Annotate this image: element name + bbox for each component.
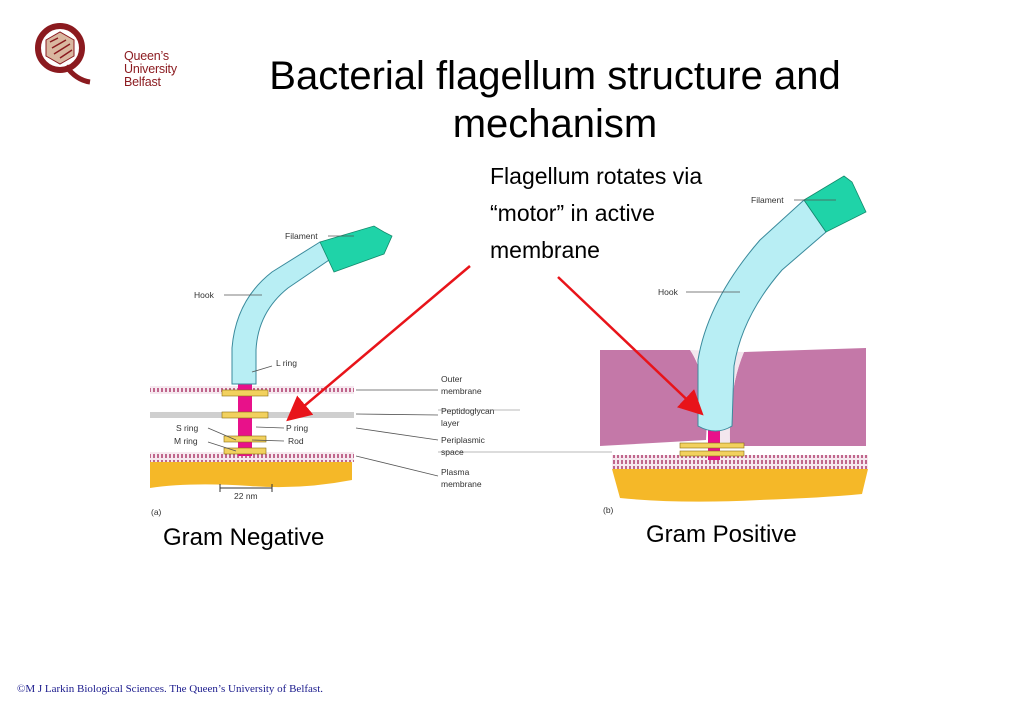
caption-gram-negative: Gram Negative [163, 524, 325, 551]
gn-filament [319, 225, 393, 273]
gn-label-p-ring: P ring [286, 423, 308, 433]
gp-hook [697, 199, 827, 432]
gn-label-rod: Rod [288, 436, 304, 446]
gram-negative-panel: Filament Hook L ring P ring Rod S ring M… [150, 225, 612, 517]
title-line-1: Bacterial flagellum structure and [269, 54, 841, 98]
gn-s-ring [223, 435, 267, 443]
gn-m-ring [223, 447, 267, 455]
gp-cytoplasm [612, 469, 868, 502]
gn-panel-label: (a) [151, 507, 162, 517]
gn-label-pep-2: layer [441, 418, 460, 428]
title-line-2: mechanism [452, 102, 658, 146]
gn-label-m-ring: M ring [174, 436, 198, 446]
gp-cell-wall [600, 350, 707, 446]
copyright-footer: ©M J Larkin Biological Sciences. The Que… [17, 683, 324, 695]
callout-line-1: Flagellum rotates via [490, 163, 703, 189]
gp-label-filament: Filament [751, 195, 784, 205]
caption-gram-positive: Gram Positive [646, 521, 797, 548]
gp-cell-wall-right [729, 348, 866, 446]
gn-label-plasma-2: membrane [441, 479, 482, 489]
gn-label-hook: Hook [194, 290, 215, 300]
gn-cytoplasm [150, 462, 352, 488]
callout-line-2: “motor” in active [490, 200, 655, 226]
gram-positive-panel: Filament Hook (b) [600, 175, 868, 515]
arrow-to-gram-negative [286, 265, 471, 422]
gn-label-plasma-1: Plasma [441, 467, 470, 477]
gn-label-peri-2: space [441, 447, 464, 457]
gn-plasma-membrane [150, 452, 354, 462]
gn-label-l-ring: L ring [276, 358, 297, 368]
callout-line-3: membrane [490, 237, 600, 263]
gn-label-s-ring: S ring [176, 423, 198, 433]
gn-l-ring [221, 389, 269, 397]
university-logo: Queen’s University Belfast [32, 22, 202, 89]
gn-label-filament: Filament [285, 231, 318, 241]
gp-ring-lower [679, 450, 745, 457]
arrow-to-gram-positive [557, 276, 704, 416]
gn-label-scale: 22 nm [234, 491, 258, 501]
logo-line-1: Queen’s University [124, 49, 177, 76]
university-crest-icon [35, 23, 91, 85]
logo-line-2: Belfast [124, 75, 161, 89]
gn-label-outer-2: membrane [441, 386, 482, 396]
gn-ring-mid [221, 411, 269, 419]
slide-title: Bacterial flagellum structure and mechan… [200, 52, 910, 148]
gp-plasma-membrane [612, 455, 868, 469]
gp-panel-label: (b) [603, 505, 614, 515]
gp-label-hook: Hook [658, 287, 679, 297]
gn-label-pep-1: Peptidoglycan [441, 406, 495, 416]
gn-label-outer-1: Outer [441, 374, 462, 384]
gn-label-peri-1: Periplasmic [441, 435, 486, 445]
gp-ring-upper [679, 442, 745, 449]
callout-text: Flagellum rotates via “motor” in active … [490, 158, 790, 269]
gp-filament [803, 175, 867, 233]
